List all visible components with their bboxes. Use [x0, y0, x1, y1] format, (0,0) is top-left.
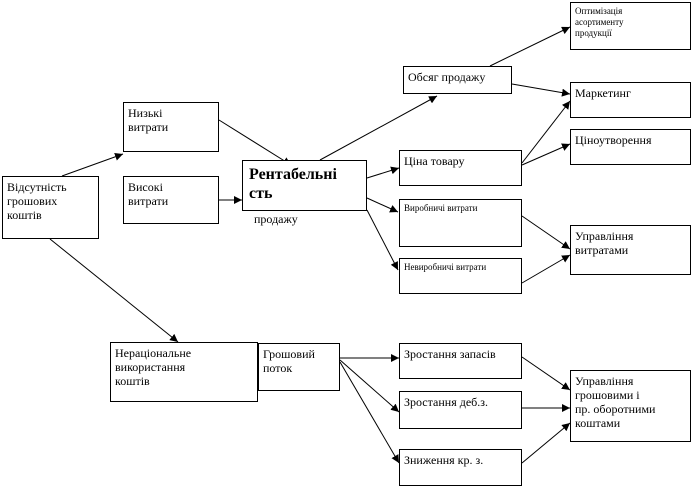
arrow-cash-shortage-to-irrational-use	[49, 238, 179, 343]
arrow-payables-to-cash-management	[521, 422, 571, 464]
arrow-sales-volume-to-assortment	[489, 26, 571, 67]
arrow-profitability-to-price	[366, 166, 400, 179]
arrow-cash-flow-to-receivables	[339, 359, 400, 413]
node-receivables-growth: Зростання деб.з.	[399, 391, 522, 429]
arrow-price-to-marketing	[521, 100, 571, 164]
arrow-inventory-to-cash-management	[521, 356, 571, 391]
node-low-costs: Низькі витрати	[123, 102, 219, 152]
node-assortment: Оптимізація асортименту продукції	[570, 2, 691, 50]
arrow-price-to-pricing	[521, 143, 571, 166]
node-production-costs: Виробничі витрати	[399, 199, 522, 247]
node-cash-shortage: Відсутність грошових коштів	[2, 176, 99, 239]
arrow-cash-shortage-to-low-costs	[61, 152, 124, 177]
node-sales-volume: Обсяг продажу	[403, 66, 512, 94]
node-price: Ціна товару	[399, 150, 522, 186]
arrow-profitability-to-production-costs	[366, 197, 399, 213]
arrow-low-costs-to-profitability	[218, 119, 292, 166]
arrow-sales-volume-to-marketing	[511, 83, 571, 97]
arrow-nonproduction-costs-to-cost-management	[521, 254, 571, 284]
node-marketing: Маркетинг	[570, 82, 691, 118]
node-pricing: Ціноутворення	[570, 129, 691, 165]
node-irrational-use: Нераціональне використання коштів	[110, 342, 258, 402]
node-cash-management: Управління грошовими і пр. оборотними ко…	[570, 370, 691, 442]
node-profitability: Рентабельні сть	[242, 160, 367, 211]
arrow-production-costs-to-cost-management	[521, 215, 571, 250]
node-profitability-subtitle: продажу	[254, 212, 298, 226]
node-high-costs: Високі витрати	[123, 176, 219, 224]
node-inventory-growth: Зростання запасів	[399, 343, 522, 379]
arrow-profitability-to-sales-volume	[319, 95, 438, 161]
node-nonproduction-costs: Невиробничі витрати	[399, 258, 522, 294]
node-cash-flow: Грошовий поток	[258, 343, 340, 391]
node-payables-decrease: Зниження кр. з.	[399, 449, 522, 486]
arrow-profitability-to-nonproduction-costs	[366, 209, 399, 271]
node-cost-management: Управління витратами	[570, 225, 691, 275]
arrow-cash-flow-to-payables	[339, 361, 400, 464]
